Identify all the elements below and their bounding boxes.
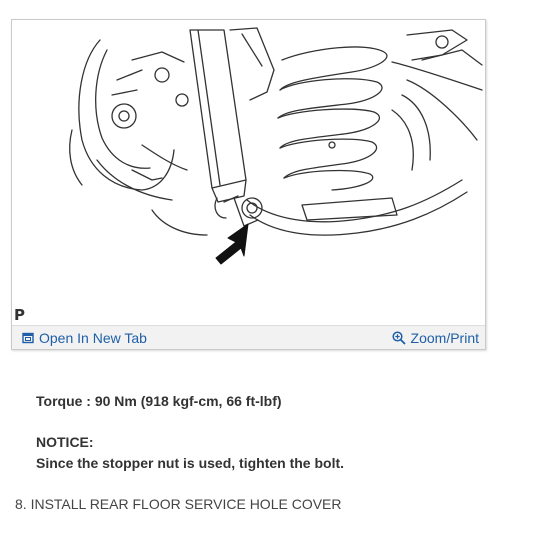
- torque-spec: Torque : 90 Nm (918 kgf-cm, 66 ft-lbf): [36, 393, 282, 409]
- open-in-new-tab-label: Open In New Tab: [39, 330, 147, 346]
- zoom-print-link[interactable]: Zoom/Print: [391, 330, 479, 346]
- magnifier-plus-icon: [391, 331, 406, 345]
- figure-letter: P: [14, 306, 25, 324]
- next-step-heading: 8. INSTALL REAR FLOOR SERVICE HOLE COVER: [15, 496, 342, 512]
- suspension-illustration: P: [12, 20, 485, 325]
- open-in-new-tab-link[interactable]: Open In New Tab: [22, 330, 147, 346]
- external-window-icon: [22, 332, 34, 344]
- figure-toolbar: Open In New Tab Zoom/Print: [12, 325, 485, 349]
- notice-text: Since the stopper nut is used, tighten t…: [36, 455, 345, 471]
- notice-label: NOTICE:: [36, 434, 94, 450]
- zoom-print-label: Zoom/Print: [410, 330, 479, 346]
- figure-container: P Open In New Tab Zoom/Print: [11, 19, 486, 350]
